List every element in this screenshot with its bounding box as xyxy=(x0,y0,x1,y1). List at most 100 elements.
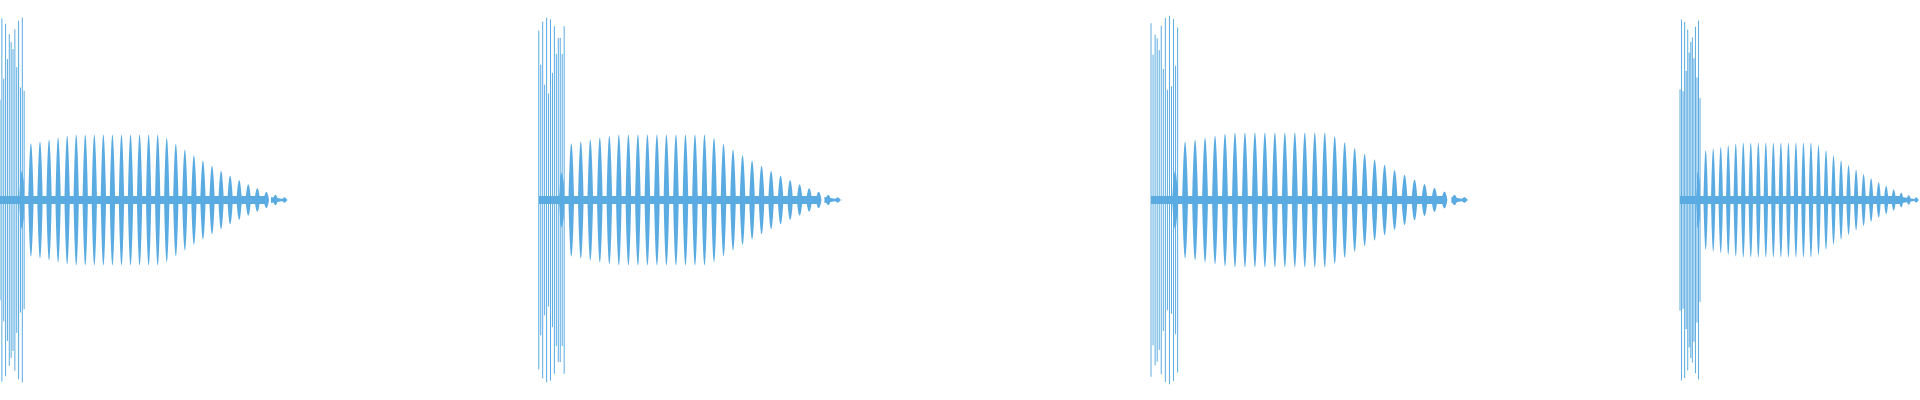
wave-cycle xyxy=(749,160,755,240)
wave-cycle xyxy=(1778,142,1784,258)
wave-cycle xyxy=(164,137,170,263)
wave-cycle xyxy=(768,170,774,230)
wave-cycle xyxy=(1341,142,1348,258)
wave-cycle xyxy=(777,175,784,225)
wave-cycle xyxy=(1371,159,1378,241)
wave-cycle xyxy=(1311,132,1318,268)
wave-cycle xyxy=(73,134,79,266)
wave-cycle xyxy=(806,188,812,212)
wave-cycle xyxy=(1741,142,1746,258)
wave-cycle xyxy=(19,170,25,230)
wave-cycle xyxy=(118,134,125,266)
wave-cycle xyxy=(1391,170,1398,230)
wave-cycle xyxy=(200,160,206,240)
wave-cycle xyxy=(1793,142,1799,258)
wave-cycle xyxy=(596,137,603,263)
wave-cycle xyxy=(1421,183,1428,217)
wave-cycle xyxy=(568,143,575,257)
wave-cycle xyxy=(711,137,717,263)
waveform-burst-1 xyxy=(0,17,289,383)
wave-cycle xyxy=(82,134,88,266)
wave-cycle xyxy=(37,141,43,259)
wave-cycle xyxy=(692,134,698,266)
wave-cycle xyxy=(1786,142,1791,258)
wave-cycle xyxy=(1801,142,1806,258)
wave-cycle xyxy=(1411,179,1418,221)
wave-cycle xyxy=(663,134,670,266)
wave-cycle xyxy=(1301,132,1308,268)
wave-cycle xyxy=(815,191,822,209)
wave-cycle xyxy=(1891,189,1896,211)
wave-cycle xyxy=(1695,171,1701,229)
wave-cycle xyxy=(1441,191,1448,209)
waveform-burst-4 xyxy=(1679,19,1920,381)
wave-cycle xyxy=(263,191,270,209)
wave-cycle xyxy=(558,172,565,228)
wave-cycle xyxy=(1816,145,1821,255)
wave-cycle xyxy=(28,143,34,257)
wave-cycle xyxy=(1381,164,1388,236)
wave-cycle xyxy=(1846,165,1851,235)
wave-cycle xyxy=(682,134,689,266)
wave-cycle xyxy=(1331,136,1338,264)
wave-cycle xyxy=(1291,132,1298,268)
wave-cycle xyxy=(1726,145,1731,255)
burst-tail xyxy=(270,197,289,203)
wave-cycle xyxy=(191,155,197,245)
wave-cycle xyxy=(236,180,242,220)
wave-cycle xyxy=(91,134,98,266)
wave-cycle xyxy=(1838,160,1844,240)
wave-cycle xyxy=(625,134,632,266)
burst-tail xyxy=(824,197,843,203)
wave-cycle xyxy=(154,134,161,266)
wave-cycle xyxy=(720,143,727,257)
wave-cycle xyxy=(173,143,179,257)
wave-cycle xyxy=(100,134,107,266)
wave-cycle xyxy=(787,180,793,220)
wave-cycle xyxy=(606,135,613,265)
wave-cycle xyxy=(1202,137,1209,263)
wave-cycle xyxy=(1192,139,1199,261)
wave-cycle xyxy=(245,184,251,216)
wave-cycle xyxy=(1231,132,1238,268)
wave-cycle xyxy=(1883,186,1889,214)
burst-tail xyxy=(1451,197,1470,203)
wave-cycle xyxy=(739,155,746,245)
wave-cycle xyxy=(701,134,708,266)
wave-cycle xyxy=(254,188,260,212)
wave-cycle xyxy=(577,141,584,259)
wave-cycle xyxy=(1898,192,1904,208)
wave-cycle xyxy=(64,135,70,265)
wave-cycle xyxy=(1868,178,1874,222)
wave-cycle xyxy=(46,139,52,261)
burst-tail xyxy=(1902,197,1920,203)
wave-cycle xyxy=(1251,132,1258,268)
wave-cycle xyxy=(1861,174,1866,226)
wave-cycle xyxy=(227,175,233,225)
waveform-bursts xyxy=(0,15,1920,385)
wave-cycle xyxy=(730,149,736,251)
wave-cycle xyxy=(1876,182,1881,218)
wave-cycle xyxy=(218,170,224,230)
wave-cycle xyxy=(127,134,134,266)
wave-cycle xyxy=(1261,132,1268,268)
wave-cycle xyxy=(758,165,765,235)
wave-cycle xyxy=(1212,135,1218,265)
wave-cycle xyxy=(796,184,803,216)
wave-cycle xyxy=(644,134,651,266)
wave-cycle xyxy=(1351,148,1358,252)
wave-cycle xyxy=(654,134,660,266)
wave-cycle xyxy=(673,134,679,266)
wave-cycle xyxy=(1808,142,1814,258)
wave-cycle xyxy=(1710,148,1716,252)
wave-cycle xyxy=(182,149,188,251)
wave-cycle xyxy=(1831,155,1836,245)
wave-cycle xyxy=(1748,142,1754,258)
wave-cycle xyxy=(109,134,116,266)
waveform-burst-2 xyxy=(538,17,843,383)
wave-cycle xyxy=(1241,132,1248,268)
wave-cycle xyxy=(1182,141,1189,259)
wave-cycle xyxy=(616,134,622,266)
